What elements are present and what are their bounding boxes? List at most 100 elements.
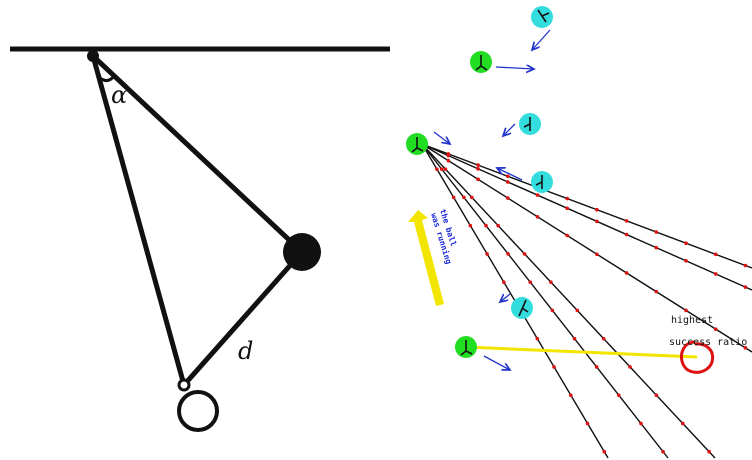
trajectory-marker [594,365,599,369]
trajectory-marker [470,195,474,200]
movement-arrow [483,355,510,370]
trajectory-marker [602,449,607,454]
movement-arrow [495,67,534,69]
movement-arrows [433,29,551,370]
trajectory-marker [502,280,506,284]
trajectory-marker [601,336,606,341]
trajectory-marker [468,223,473,228]
trajectory-marker [743,346,748,350]
pendulum-diagram: α d [10,46,390,432]
angle-arc [99,75,116,83]
trajectory-marker [639,421,643,426]
movement-arrow [497,168,523,181]
trajectory-marker [462,195,466,200]
trajectory-marker [684,241,688,245]
trajectory-marker [446,153,451,158]
trajectory-marker [654,289,659,294]
trajectory-marker [684,308,688,313]
trajectory-line [421,143,752,291]
trajectory-marker [654,230,659,234]
hinge-point [177,378,191,392]
running-direction-arrow: the ball was running [408,208,458,306]
trajectory-marker [575,308,580,313]
trajectory-marker [506,180,510,184]
trajectory-marker [496,223,500,228]
trajectory-marker [550,308,555,313]
trajectory-marker [506,196,510,200]
link-ball-hinge [182,250,304,387]
trajectory-marker [476,163,480,167]
trajectory-marker [535,193,540,197]
trajectory-marker [617,393,621,398]
trajectory-marker [522,252,527,256]
trajectory-marker [439,167,444,171]
trajectory-marker [443,167,448,171]
string-to-hinge [90,55,187,386]
cyan-player [519,113,541,135]
trajectory-marker [585,421,590,426]
trajectory-marker [628,365,632,369]
trajectory-markers [435,152,748,454]
trajectory-marker [595,252,599,257]
trajectory-marker [485,252,489,256]
annotation-line1: highest [671,315,713,326]
trajectory-marker [569,393,573,398]
trajectory-marker [451,195,456,200]
green-player [455,336,477,358]
trajectory-marker [565,196,569,201]
trajectory-marker [572,336,577,341]
cyan-player [531,6,553,28]
trajectory-marker [713,327,718,331]
trajectory-marker [528,280,533,284]
trajectory-marker [624,232,629,237]
trajectory-marker [595,219,599,224]
trajectory-marker [535,336,540,341]
trajectory-marker [565,233,569,238]
trajectory-marker [535,215,540,219]
trajectory-marker [654,245,659,250]
trajectory-marker [680,421,685,426]
trajectory-marker [549,280,553,284]
movement-arrow [500,293,511,302]
trajectory-marker [476,177,480,182]
trajectory-marker [595,207,599,212]
trajectory-marker [506,252,510,256]
trajectory-marker [446,158,451,163]
pass-line [465,345,698,359]
trajectory-marker [713,252,718,257]
string-to-ball [91,54,304,254]
solid-ball [283,233,321,271]
trajectory-line [421,143,752,269]
yellow-arrow [408,210,444,306]
trajectory-marker [743,263,748,268]
trajectory-marker [624,219,629,223]
trajectory-marker [476,167,480,171]
highest-success-marker: highest success ratio [669,315,747,374]
angle-label: α [111,81,127,109]
trajectory-diagram: the ball was running [406,6,752,459]
trajectory-marker [624,271,629,275]
trajectory-marker [654,393,659,398]
trajectory-marker [565,206,569,211]
trajectory-marker [684,259,688,263]
annotation-line2: success ratio [669,337,747,348]
cyan-player [531,171,553,193]
green-player [470,51,492,73]
distance-label: d [238,337,253,365]
trajectory-marker [506,174,510,179]
cyan-player [511,297,533,319]
trajectory-marker [743,285,748,289]
green-player [406,133,428,155]
trajectory-marker [707,449,711,454]
movement-arrow [433,131,450,144]
trajectory-marker [435,167,439,171]
trajectory-lines [421,143,752,459]
trajectory-marker [661,449,665,454]
trajectory-marker [552,365,556,369]
movement-arrow [503,123,516,136]
hollow-ball [177,390,219,432]
trajectory-marker [713,272,718,276]
trajectory-marker [484,223,488,228]
movement-arrow [532,29,551,50]
